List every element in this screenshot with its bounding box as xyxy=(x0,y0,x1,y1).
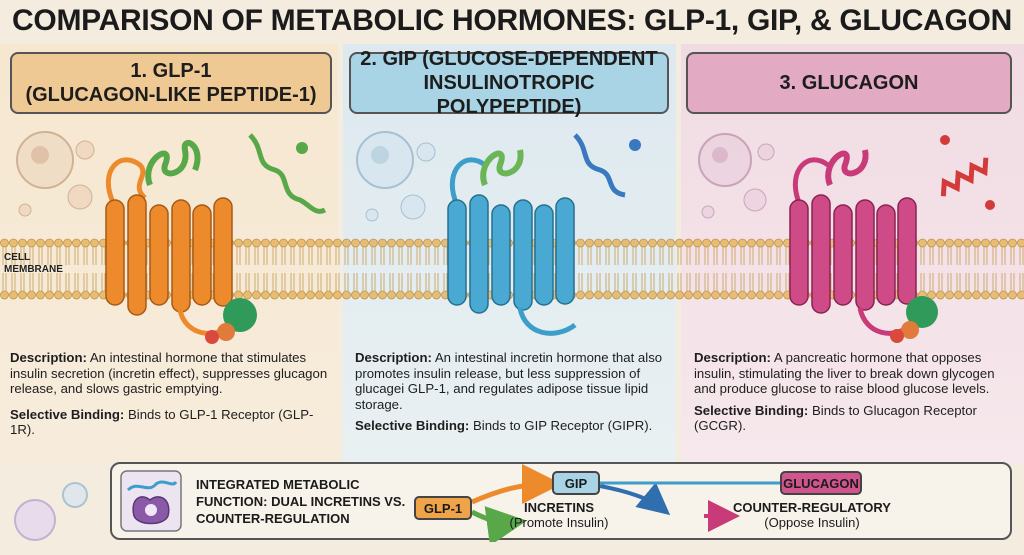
gip-desc-text: An intestinal incretin hormone that also… xyxy=(355,350,663,412)
gip-description: Description: An intestinal incretin horm… xyxy=(355,350,673,434)
glucagon-binding-text: Binds to Glucagon Receptor (GCGR). xyxy=(694,402,977,434)
gip-pill: GIP xyxy=(552,471,600,495)
glp1-receptor-icon xyxy=(105,133,327,344)
glp1-header-line2: (GLUCAGON-LIKE PEPTIDE-1) xyxy=(25,84,317,106)
glp1-header-line1: 1. GLP-1 xyxy=(130,60,212,82)
glp1-desc-label: Description: xyxy=(10,350,87,365)
glp1-pill: GLP-1 xyxy=(414,496,472,520)
glp1-desc-text: An intestinal hormone that stimulates in… xyxy=(10,350,328,396)
counter-regulatory-subtitle: (Oppose Insulin) xyxy=(764,515,860,530)
glucagon-receptor-icon xyxy=(789,135,995,343)
glucagon-desc-text: A pancreatic hormone that opposes insuli… xyxy=(694,350,995,396)
glucagon-binding-label: Selective Binding: xyxy=(694,402,809,418)
page-title: COMPARISON OF METABOLIC HORMONES: GLP-1,… xyxy=(12,4,1012,37)
integrated-function-panel: INTEGRATED METABOLIC FUNCTION: DUAL INCR… xyxy=(110,462,1012,542)
gip-header: 2. GIP (GLUCOSE-DEPENDENT INSULINOTROPIC… xyxy=(349,48,669,118)
counter-regulatory-title: COUNTER-REGULATORY xyxy=(733,500,891,515)
glucagon-pill: GLUCAGON xyxy=(780,471,862,495)
integrated-function-title: INTEGRATED METABOLIC FUNCTION: DUAL INCR… xyxy=(196,477,406,526)
incretins-subtitle: (Promote Insulin) xyxy=(509,515,609,530)
glucagon-description: Description: A pancreatic hormone that o… xyxy=(694,350,1012,434)
cell-membrane-label: CELL MEMBRANE xyxy=(4,252,63,276)
glp1-binding-label: Selective Binding: xyxy=(10,406,125,422)
glucagon-desc-label: Description: xyxy=(694,350,771,365)
gip-header-line2: INSULINOTROPIC POLYPEPTIDE) xyxy=(423,72,595,118)
incretins-title: INCRETINS xyxy=(523,500,595,515)
cell-membrane-label-line1: CELL xyxy=(4,252,31,263)
pancreas-receptor-icon xyxy=(120,470,182,532)
gip-header-line1: 2. GIP (GLUCOSE-DEPENDENT xyxy=(360,48,658,70)
glp1-binding-text: Binds to GLP-1 Receptor (GLP-1R). xyxy=(10,406,314,438)
gip-desc-label: Description: xyxy=(355,350,432,365)
cell-membrane-label-line2: MEMBRANE xyxy=(4,264,63,275)
glp1-header: 1. GLP-1 (GLUCAGON-LIKE PEPTIDE-1) xyxy=(10,52,332,114)
incretins-label: INCRETINS (Promote Insulin) xyxy=(504,500,614,530)
gip-binding-label: Selective Binding: xyxy=(355,418,470,433)
glucagon-header-line1: 3. GLUCAGON xyxy=(779,72,919,94)
cell-membrane xyxy=(0,238,1024,300)
gip-receptor-icon xyxy=(447,133,641,336)
glp1-cells-icon xyxy=(16,131,95,217)
counter-regulatory-label: COUNTER-REGULATORY (Oppose Insulin) xyxy=(732,500,892,530)
hormone-flow-arrows xyxy=(470,464,780,542)
glucagon-cells-icon xyxy=(698,133,775,219)
glucagon-header: 3. GLUCAGON xyxy=(686,52,1012,114)
glp1-description: Description: An intestinal hormone that … xyxy=(10,350,330,438)
gip-binding-text: Binds to GIP Receptor (GIPR). xyxy=(469,418,653,433)
gip-cells-icon xyxy=(356,131,436,222)
